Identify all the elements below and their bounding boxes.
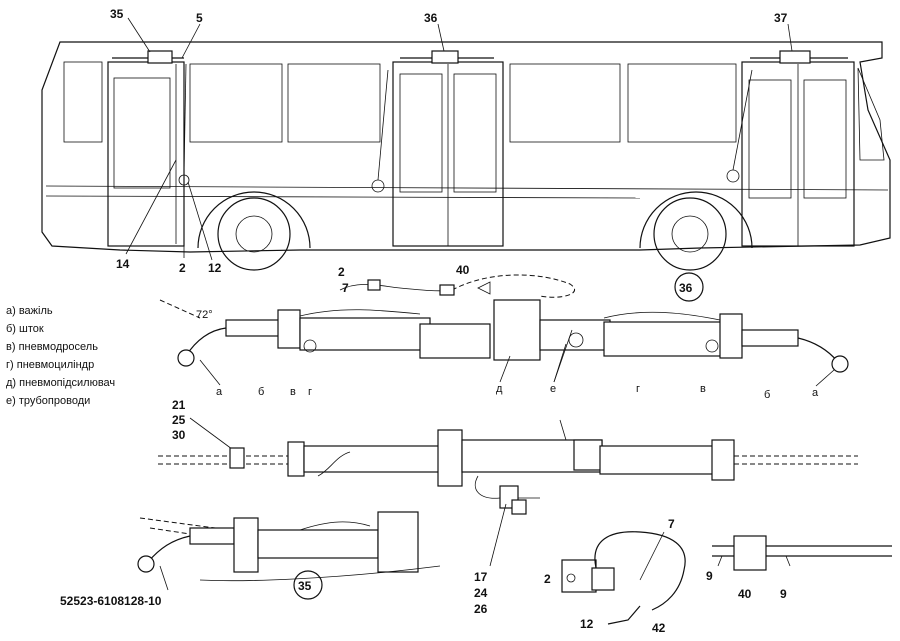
detail-callout-2: 2 bbox=[544, 572, 551, 586]
callout-12: 12 bbox=[208, 261, 222, 275]
detail-callout-40: 40 bbox=[738, 587, 752, 601]
legend-item: а) важіль bbox=[6, 305, 53, 317]
legend-item: г) пневмоциліндр bbox=[6, 359, 94, 371]
callout-35-circle: 35 bbox=[298, 579, 312, 593]
detail-valve: 2 7 12 42 bbox=[544, 517, 686, 635]
letter-a-left: а bbox=[216, 386, 223, 398]
callout-36: 36 bbox=[424, 11, 438, 25]
callout-25: 25 bbox=[172, 413, 186, 427]
letter-b-left: б bbox=[258, 386, 264, 398]
letter-v-left: в bbox=[290, 386, 296, 398]
callout-21: 21 bbox=[172, 398, 186, 412]
callout-5: 5 bbox=[196, 11, 203, 25]
callout-2: 2 bbox=[179, 261, 186, 275]
callout-24: 24 bbox=[474, 586, 488, 600]
bus-side-view: 35 5 36 37 14 2 12 bbox=[41, 7, 891, 275]
callout-17: 17 bbox=[474, 570, 488, 584]
detail-callout-12: 12 bbox=[580, 617, 594, 631]
letter-a-right: а bbox=[812, 387, 819, 399]
detail-callout-7: 7 bbox=[668, 517, 675, 531]
detail-callout-42: 42 bbox=[652, 621, 666, 635]
letter-e: е bbox=[550, 383, 556, 395]
callout-35: 35 bbox=[110, 7, 124, 21]
door-drive-scheme-36: 2 7 40 36 72° а б в г д е г в б а bbox=[159, 263, 849, 401]
part-number: 52523-6108128-10 bbox=[60, 594, 162, 608]
detail-callout-9-right: 9 bbox=[780, 587, 787, 601]
callout-2-top: 2 bbox=[338, 265, 345, 279]
angle-mark: 72° bbox=[196, 309, 213, 321]
letter-d: д bbox=[496, 383, 503, 395]
callout-30: 30 bbox=[172, 428, 186, 442]
detail-connector: 9 40 9 bbox=[706, 535, 892, 601]
detail-callout-9-left: 9 bbox=[706, 569, 713, 583]
letter-b-right: б bbox=[764, 389, 770, 401]
door-drive-side-view: 21 25 30 17 24 26 bbox=[158, 398, 858, 616]
legend: а) важіль б) шток в) пневмодросель г) пн… bbox=[6, 305, 115, 407]
letter-v-right: в bbox=[700, 383, 706, 395]
callout-26: 26 bbox=[474, 602, 488, 616]
callout-14: 14 bbox=[116, 257, 130, 271]
letter-g-left: г bbox=[308, 386, 312, 398]
legend-item: б) шток bbox=[6, 323, 44, 335]
callout-40-top: 40 bbox=[456, 263, 470, 277]
letter-g-right: г bbox=[636, 383, 640, 395]
legend-item: в) пневмодросель bbox=[6, 341, 98, 353]
legend-item: е) трубопроводи bbox=[6, 395, 90, 407]
callout-37: 37 bbox=[774, 11, 788, 25]
door-drive-scheme-35: 35 52523-6108128-10 bbox=[60, 511, 441, 608]
legend-item: д) пневмопідсилювач bbox=[6, 377, 115, 389]
callout-36-circle: 36 bbox=[679, 281, 693, 295]
callout-7-top: 7 bbox=[342, 281, 349, 295]
